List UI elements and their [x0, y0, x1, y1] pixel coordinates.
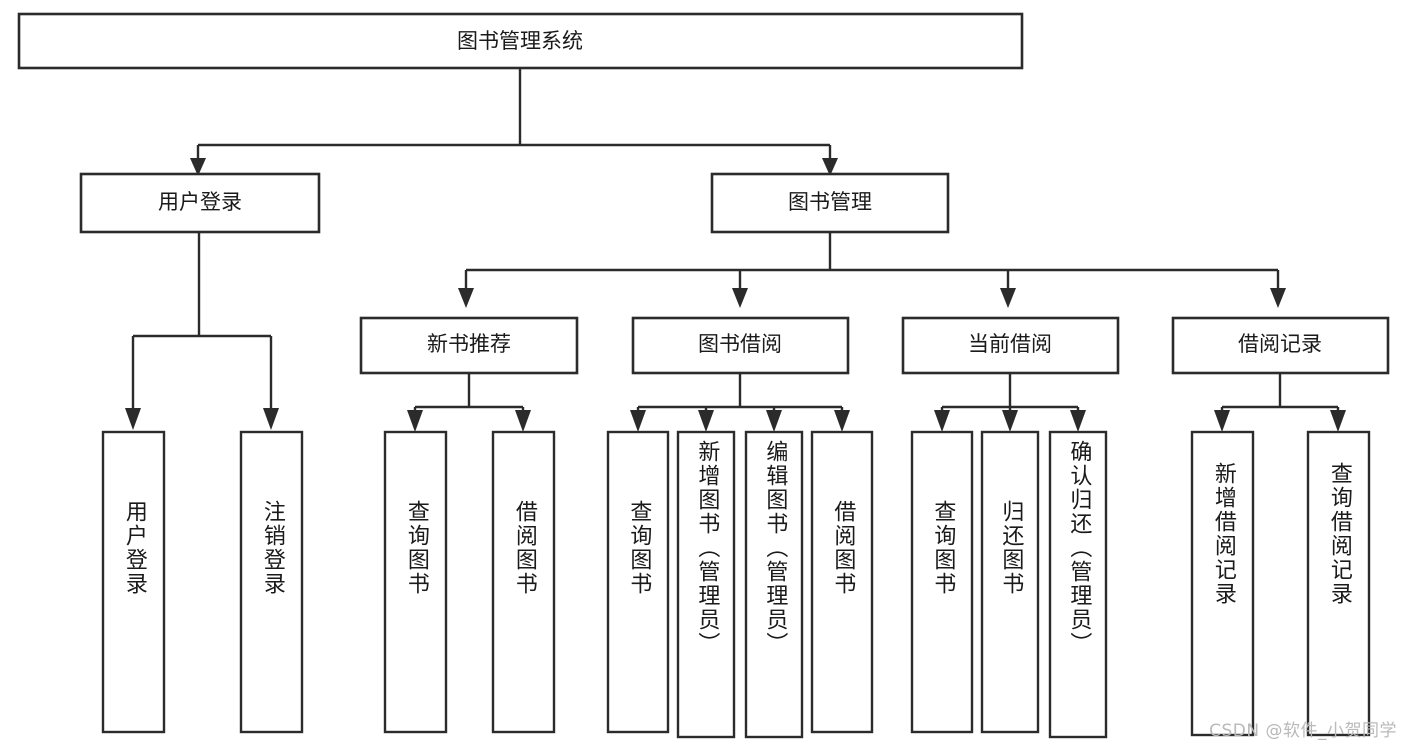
arrow-leaf-query-book-2	[630, 410, 646, 432]
arrow-user-login	[190, 158, 206, 176]
arrow-new-book-rec	[458, 288, 474, 308]
node-current-borrow-box[interactable]	[901, 316, 1120, 375]
node-book-borrow[interactable]: 图书借阅	[631, 316, 850, 375]
arrow-current-borrow	[1000, 288, 1016, 308]
leaf-add-book-box[interactable]	[676, 430, 736, 739]
leaf-logout-box[interactable]	[239, 430, 304, 734]
arrow-leaf-logout	[263, 408, 279, 430]
node-book-manage-label: 图书管理	[788, 190, 872, 214]
node-book-borrow-label: 图书借阅	[698, 332, 782, 356]
node-root-label: 图书管理系统	[457, 29, 583, 53]
leaf-user-login-box[interactable]	[101, 430, 166, 734]
node-borrow-record-box[interactable]	[1171, 316, 1390, 375]
node-current-borrow[interactable]: 当前借阅	[901, 316, 1120, 375]
node-user-login[interactable]: 用户登录	[79, 172, 321, 234]
csdn-watermark: CSDN @软件_小贺同学	[1209, 721, 1397, 741]
node-new-book-rec-box[interactable]	[359, 316, 579, 375]
arrow-leaf-query-book-3	[934, 410, 950, 432]
leaf-boxes	[101, 430, 1371, 739]
node-root[interactable]: 图书管理系统	[17, 12, 1024, 70]
node-book-manage[interactable]: 图书管理	[710, 172, 950, 234]
arrow-leaf-query-record	[1330, 410, 1346, 432]
node-borrow-record-label: 借阅记录	[1238, 332, 1322, 356]
leaf-query-book-3-box[interactable]	[910, 430, 974, 734]
connectors	[125, 68, 1346, 432]
arrow-book-manage	[822, 158, 838, 176]
arrow-leaf-borrow-book-1	[515, 410, 531, 432]
arrow-leaf-user-login	[125, 408, 141, 430]
node-new-book-rec[interactable]: 新书推荐	[359, 316, 579, 375]
leaf-edit-book-box[interactable]	[744, 430, 804, 739]
leaf-query-record-box[interactable]	[1306, 430, 1371, 737]
arrow-borrow-record	[1270, 288, 1286, 308]
arrow-leaf-add-book	[698, 410, 714, 432]
node-root-box[interactable]	[17, 12, 1024, 70]
arrow-leaf-borrow-book-2	[834, 410, 850, 432]
leaf-add-record-box[interactable]	[1190, 430, 1255, 737]
arrow-leaf-return-book	[1002, 410, 1018, 432]
arrow-leaf-confirm-return	[1070, 410, 1086, 432]
arrow-book-borrow	[732, 288, 748, 308]
node-current-borrow-label: 当前借阅	[968, 332, 1052, 356]
arrow-leaf-edit-book	[766, 410, 782, 432]
arrow-leaf-query-book-1	[407, 410, 423, 432]
leaf-query-book-1-box[interactable]	[383, 430, 448, 734]
node-user-login-box[interactable]	[79, 172, 321, 234]
leaf-query-book-2-box[interactable]	[606, 430, 670, 734]
leaf-return-book-box[interactable]	[980, 430, 1040, 734]
leaf-borrow-book-2-box[interactable]	[810, 430, 874, 734]
leaf-confirm-return-box[interactable]	[1048, 430, 1108, 739]
node-borrow-record[interactable]: 借阅记录	[1171, 316, 1390, 375]
node-book-manage-box[interactable]	[710, 172, 950, 234]
arrow-leaf-add-record	[1214, 410, 1230, 432]
node-book-borrow-box[interactable]	[631, 316, 850, 375]
leaf-borrow-book-1-box[interactable]	[491, 430, 556, 734]
node-user-login-label: 用户登录	[158, 190, 242, 214]
node-new-book-rec-label: 新书推荐	[427, 332, 511, 356]
